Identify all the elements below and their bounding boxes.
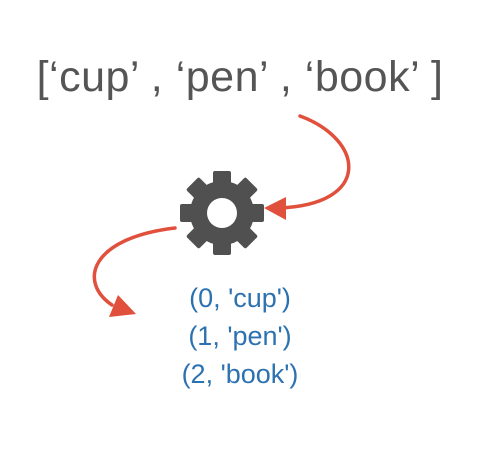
output-line: (0, 'cup') <box>189 283 291 313</box>
output-line: (2, 'book') <box>181 359 299 389</box>
input-to-gear-arrowhead <box>264 197 286 220</box>
gear-to-output-arrow <box>92 226 177 307</box>
output-line: (1, 'pen') <box>188 321 292 351</box>
gear-icon <box>180 171 264 255</box>
enumerate-output: (0, 'cup') (1, 'pen') (2, 'book') <box>0 279 480 393</box>
input-to-gear-arrow <box>276 114 351 210</box>
gear-to-output-arrowhead <box>109 295 136 317</box>
input-list-text: [‘cup’ , ‘pen’ , ‘book’ ] <box>36 53 444 101</box>
